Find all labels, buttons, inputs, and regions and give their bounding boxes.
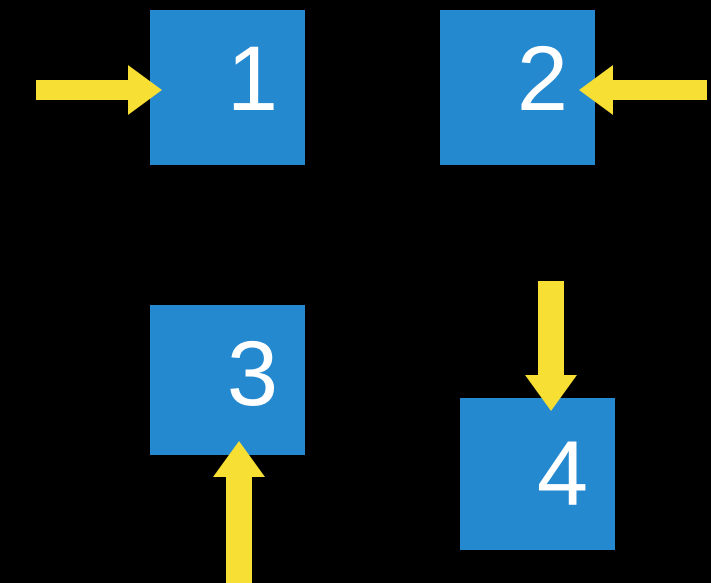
diagram-node-2[interactable] — [440, 10, 595, 165]
arrow-left-into-node-2-icon — [579, 65, 707, 115]
arrow-up-into-node-3-icon — [213, 441, 265, 583]
diagram-node-1[interactable] — [150, 10, 305, 165]
diagram-node-3-label: 3 — [226, 323, 279, 425]
diagram-node-1-label: 1 — [226, 28, 279, 130]
arrow-down-into-node-4-icon — [525, 281, 577, 411]
diagram-node-4-label: 4 — [536, 423, 589, 525]
diagram-node-2-label: 2 — [516, 28, 569, 130]
diagram-node-3[interactable] — [150, 305, 305, 455]
arrow-right-into-node-1-icon — [36, 65, 162, 115]
diagram-node-4[interactable] — [460, 398, 615, 550]
